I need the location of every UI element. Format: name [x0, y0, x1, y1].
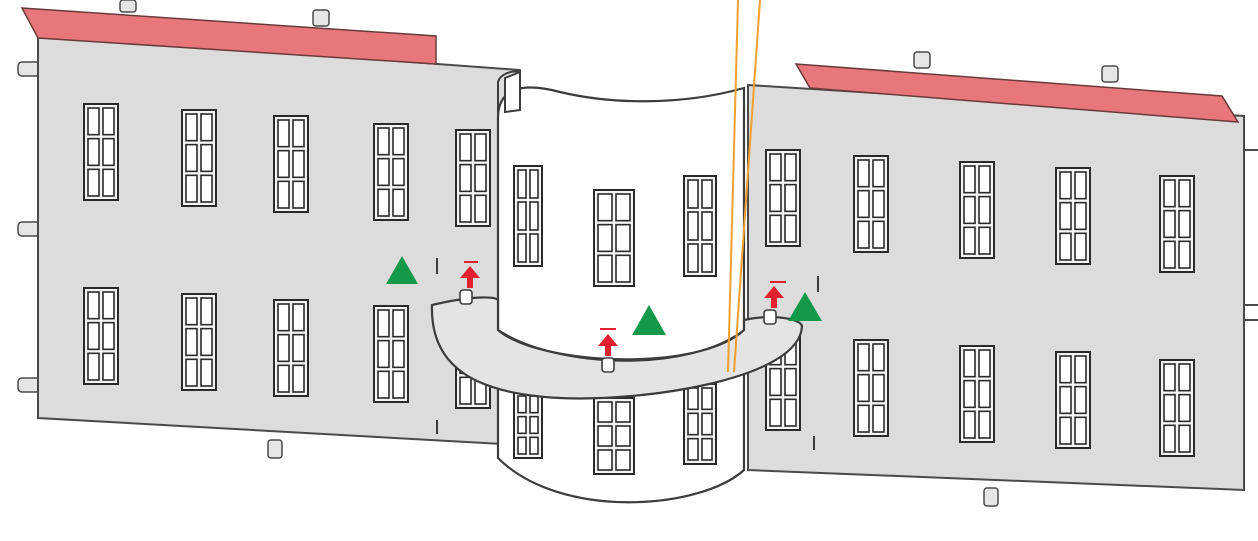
window: [274, 116, 308, 212]
window: [1056, 352, 1090, 448]
window: [456, 130, 490, 226]
window: [182, 294, 216, 390]
top-tab: [120, 0, 136, 12]
window: [684, 384, 716, 464]
window: [594, 398, 634, 474]
window: [1056, 168, 1090, 264]
window: [374, 124, 408, 220]
top-tab: [914, 52, 930, 68]
top-tab: [1102, 66, 1118, 82]
window: [594, 190, 634, 286]
window: [84, 288, 118, 384]
bottom-tab: [268, 440, 282, 458]
window: [84, 104, 118, 200]
window: [1160, 360, 1194, 456]
side-tab: [18, 222, 40, 236]
bottom-tab: [984, 488, 998, 506]
window: [274, 300, 308, 396]
window: [514, 166, 542, 266]
window: [854, 156, 888, 252]
window: [514, 392, 542, 458]
window: [1160, 176, 1194, 272]
window: [684, 176, 716, 276]
window: [182, 110, 216, 206]
window: [960, 162, 994, 258]
window: [960, 346, 994, 442]
window: [374, 306, 408, 402]
window: [854, 340, 888, 436]
top-tab: [313, 10, 329, 26]
window: [766, 150, 800, 246]
side-tab: [18, 378, 40, 392]
side-tab: [18, 62, 40, 76]
